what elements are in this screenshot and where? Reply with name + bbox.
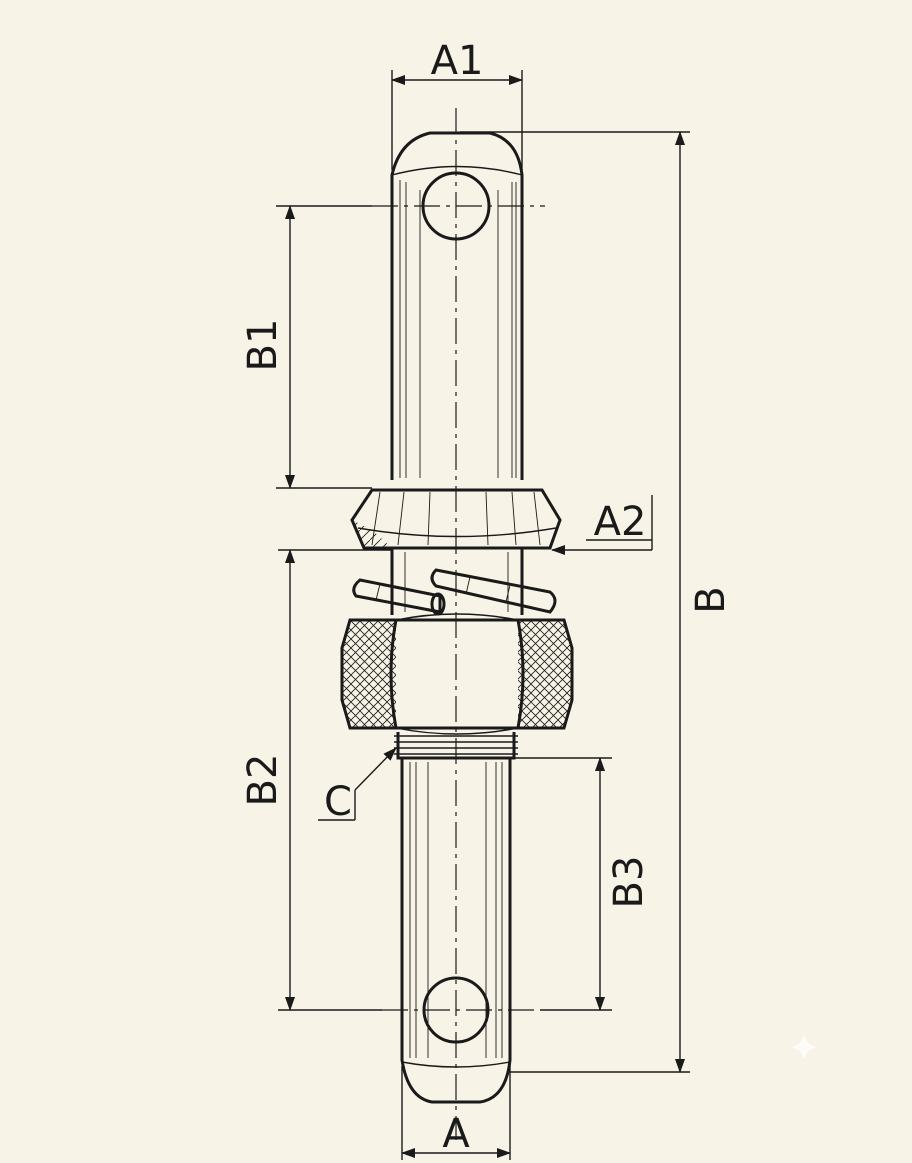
label-a: A — [442, 1111, 470, 1157]
hex-nut — [340, 613, 574, 735]
leader-a2: A2 — [551, 495, 653, 555]
dimension-a1: A1 — [391, 38, 523, 170]
label-b1: B1 — [240, 319, 286, 372]
label-a2: A2 — [594, 499, 647, 545]
sparkle-icon — [792, 1035, 816, 1059]
center-lines — [372, 108, 545, 1140]
dimension-b1: B1 — [240, 205, 372, 489]
label-b3: B3 — [606, 856, 652, 909]
upper-shaft — [390, 131, 524, 480]
label-a1: A1 — [431, 38, 484, 84]
label-b2: B2 — [240, 754, 286, 807]
dimension-b2: B2 — [240, 549, 392, 1011]
dimension-b: B — [460, 131, 734, 1073]
dimension-b3: B3 — [514, 757, 652, 1011]
dimension-a: A — [401, 1066, 511, 1160]
label-c: C — [324, 779, 352, 825]
label-b: B — [688, 586, 734, 613]
spring-washer — [352, 568, 557, 616]
leader-c: C — [318, 747, 397, 825]
collar — [350, 488, 562, 550]
